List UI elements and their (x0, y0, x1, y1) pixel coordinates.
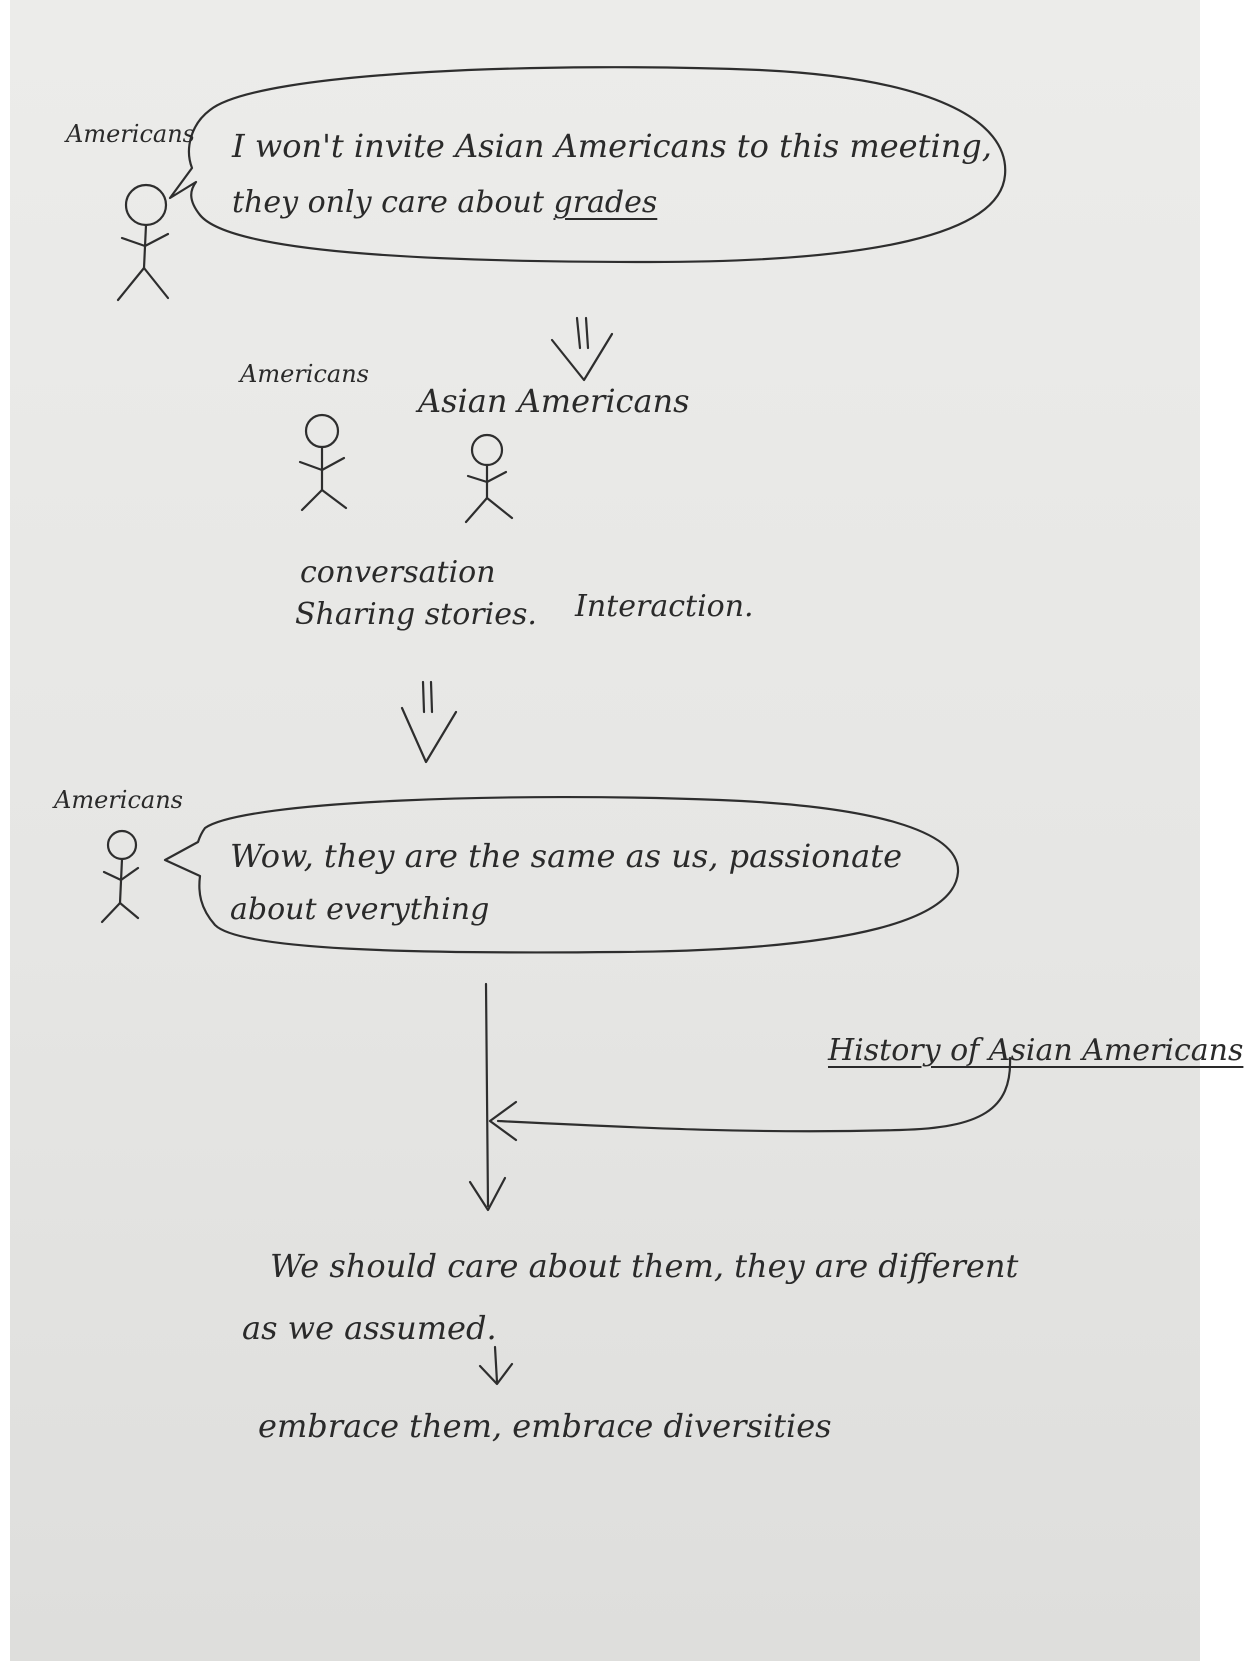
stick-figure-americans-1 (116, 183, 170, 302)
speech-text-3-line1: Wow, they are the same as us, passionate (230, 837, 903, 875)
side-input-history: History of Asian Americans (828, 1033, 1244, 1068)
conclusion-line3: embrace them, embrace diversities (258, 1407, 832, 1445)
paper-sheet (10, 0, 1200, 1661)
speech-emphasis-grades: grades (553, 185, 658, 220)
arrow-down-3 (478, 1345, 514, 1386)
activity-interaction: Interaction. (575, 589, 754, 624)
speech-text-1-line2: they only care about grades (232, 188, 657, 218)
conclusion-line1: We should care about them, they are diff… (270, 1247, 1019, 1285)
stick-figure-americans-3 (100, 829, 140, 924)
arrow-down-2 (400, 680, 458, 764)
speech-bubble-2 (163, 795, 960, 954)
speech-bubble-1 (168, 66, 1007, 264)
figure-label-asian-americans: Asian Americans (418, 382, 690, 420)
side-input-arrow (488, 1056, 1012, 1142)
speaker-label-1: Americans (66, 120, 195, 148)
speech-text-3-line2: about everything (230, 892, 490, 927)
conclusion-line2: as we assumed. (242, 1309, 497, 1347)
main-flow-arrow (468, 982, 507, 1212)
figure-label-americans: Americans (240, 360, 369, 388)
stick-figure-asian-americans (464, 433, 514, 524)
speaker-label-3: Americans (54, 786, 183, 814)
speech-text-1-line1: I won't invite Asian Americans to this m… (232, 127, 992, 165)
speech-text-1-line2-prefix: they only care about (232, 185, 544, 220)
activity-conversation: conversation (300, 555, 496, 590)
arrow-down-1 (550, 316, 614, 382)
activity-sharing-stories: Sharing stories. (295, 597, 537, 632)
stick-figure-americans-2 (298, 413, 348, 512)
